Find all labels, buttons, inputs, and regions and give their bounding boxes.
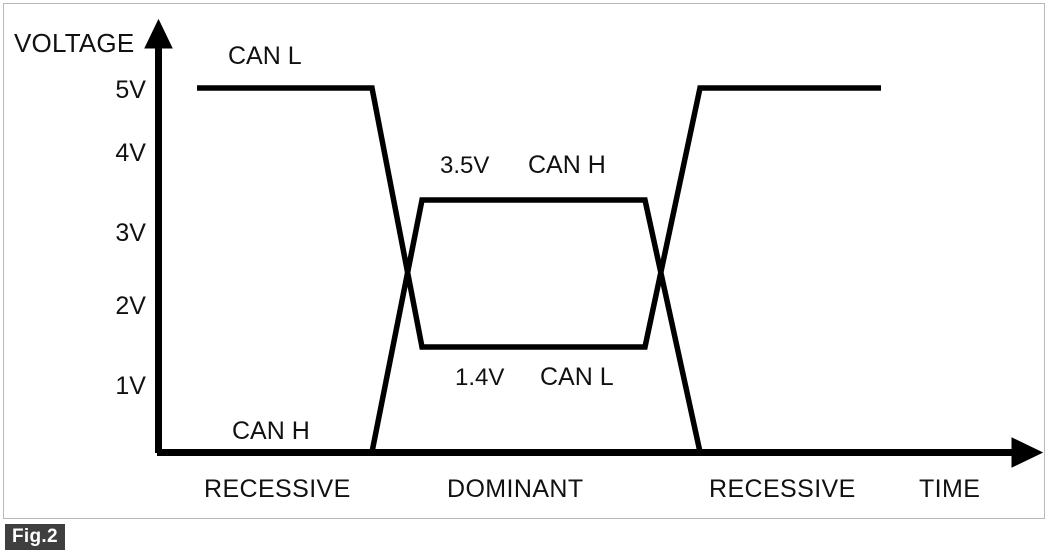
can-l-dominant-label: CAN L xyxy=(540,363,614,391)
state-label-recessive-1: RECESSIVE xyxy=(204,475,351,503)
y-tick-label-1v: 1V xyxy=(115,372,146,400)
state-label-recessive-2: RECESSIVE xyxy=(709,475,856,503)
figure-panel xyxy=(3,3,1045,519)
y-tick-label-2v: 2V xyxy=(115,292,146,320)
x-axis-title: TIME xyxy=(919,475,981,503)
y-axis-title: VOLTAGE xyxy=(14,28,135,58)
y-tick-label-3v: 3V xyxy=(115,219,146,247)
can-h-recessive-label: CAN H xyxy=(232,417,310,445)
state-label-dominant: DOMINANT xyxy=(447,475,584,503)
y-tick-label-4v: 4V xyxy=(115,139,146,167)
dominant-low-value-label: 1.4V xyxy=(455,364,505,391)
dominant-high-value-label: 3.5V xyxy=(440,152,490,179)
can-l-recessive-label: CAN L xyxy=(228,42,302,70)
y-tick-label-5v: 5V xyxy=(115,76,146,104)
figure-number-badge: Fig.2 xyxy=(5,524,65,550)
can-h-dominant-label: CAN H xyxy=(528,151,606,179)
